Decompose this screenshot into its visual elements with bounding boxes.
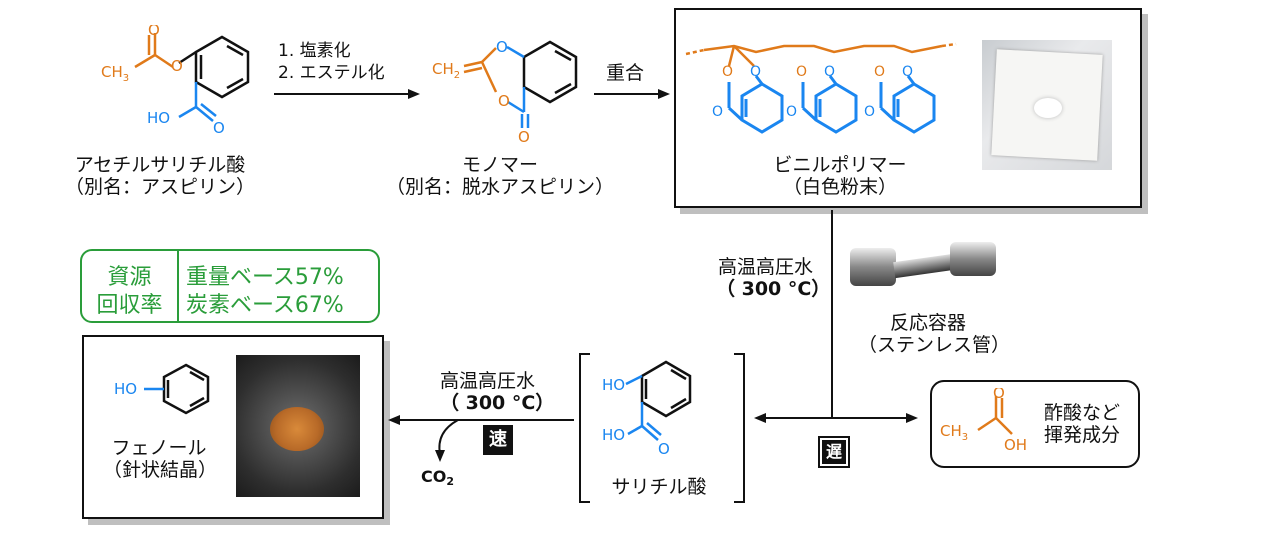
svg-text:O: O — [712, 104, 723, 120]
reactor-temp: （ 300 °C） — [716, 278, 831, 300]
svg-text:HO: HO — [602, 426, 625, 444]
recovery-left1: 資源 — [107, 265, 152, 290]
svg-text:HO: HO — [602, 376, 625, 394]
monomer-alias: （別名：脱水アスピリン） — [385, 176, 614, 198]
polymer-note: （白色粉末） — [782, 176, 897, 198]
decomp-temp: （ 300 °C） — [440, 392, 555, 414]
svg-text:O: O — [993, 388, 1005, 402]
svg-text:O: O — [518, 128, 530, 146]
decomp-condition: 高温高圧水 — [440, 370, 536, 392]
step2-polymerization: 重合 — [606, 62, 645, 84]
reactor-tube-photo — [850, 238, 996, 296]
recovery-left2: 回収率 — [96, 293, 163, 318]
aspirin-name: アセチルサリチル酸 — [74, 154, 246, 176]
polymer-powder-photo — [982, 40, 1112, 170]
polymer-box: O O O O O O O O O — [674, 8, 1142, 208]
step1-chlorination: 1. 塩素化 — [278, 41, 351, 61]
ch2-label: CH2 — [432, 60, 460, 81]
monomer-structure: O O O CH2 — [432, 38, 578, 146]
reactor-name: 反応容器 — [890, 312, 967, 334]
phenol-structure: HO — [114, 363, 210, 415]
phenol-note: （針状結晶） — [102, 459, 217, 481]
svg-text:O: O — [786, 104, 797, 120]
aspirin-structure: O O CH3 HO O — [101, 25, 250, 137]
reaction-line — [754, 210, 918, 423]
svg-text:O: O — [902, 64, 913, 80]
svg-text:O: O — [171, 57, 183, 75]
svg-text:O: O — [796, 64, 807, 80]
step1-esterification: 2. エステル化 — [278, 63, 385, 83]
phenol-name: フェノール — [111, 437, 207, 459]
svg-text:O: O — [874, 64, 885, 80]
svg-text:O: O — [824, 64, 835, 80]
recovery-right2: 炭素ベース67% — [186, 293, 344, 318]
svg-text:OH: OH — [1004, 436, 1027, 454]
svg-text:O: O — [213, 119, 225, 137]
phenol-crystal-photo — [236, 355, 360, 497]
svg-text:O: O — [722, 64, 733, 80]
slow-badge-text: 遅 — [822, 440, 846, 464]
svg-text:O: O — [658, 440, 670, 458]
salicylic-structure: HO HO O — [602, 360, 692, 458]
acetic-name1: 酢酸など — [1044, 402, 1121, 424]
arrow-step1 — [274, 89, 420, 99]
acetic-ch3: CH3 — [940, 422, 968, 443]
svg-text:O: O — [148, 25, 160, 39]
svg-text:HO: HO — [114, 380, 137, 398]
svg-text:O: O — [496, 38, 508, 56]
recovery-box: 資源 回収率 重量ベース57% 炭素ベース67% — [80, 249, 380, 323]
svg-text:O: O — [864, 104, 875, 120]
svg-text:O: O — [750, 64, 761, 80]
fast-badge: 速 — [483, 425, 513, 455]
aspirin-alias: （別名：アスピリン） — [64, 176, 255, 198]
acetic-box: CH3 O OH 酢酸など 揮発成分 — [930, 380, 1140, 468]
salicylic-bracket — [579, 353, 745, 503]
reactor-condition: 高温高圧水 — [718, 256, 814, 278]
arrow-step2 — [594, 89, 670, 99]
salicylic-name: サリチル酸 — [611, 476, 707, 498]
slow-badge: 遅 — [818, 436, 850, 468]
svg-text:HO: HO — [147, 109, 170, 127]
polymer-name: ビニルポリマー — [773, 154, 907, 176]
acetic-name2: 揮発成分 — [1044, 424, 1121, 446]
reactor-name2: （ステンレス管） — [858, 334, 1011, 356]
co2-label: CO2 — [421, 467, 454, 488]
svg-text:O: O — [498, 92, 510, 110]
arrow-to-phenol — [388, 415, 574, 462]
phenol-box: HO フェノール （針状結晶） — [82, 335, 384, 519]
monomer-name: モノマー — [461, 154, 538, 176]
ch3-label: CH3 — [101, 63, 129, 84]
polymer-structure: O O O O O O O O O — [685, 42, 957, 134]
acetic-structure: CH3 O OH — [940, 388, 1027, 454]
recovery-divider — [177, 251, 179, 321]
recovery-right1: 重量ベース57% — [186, 265, 344, 290]
